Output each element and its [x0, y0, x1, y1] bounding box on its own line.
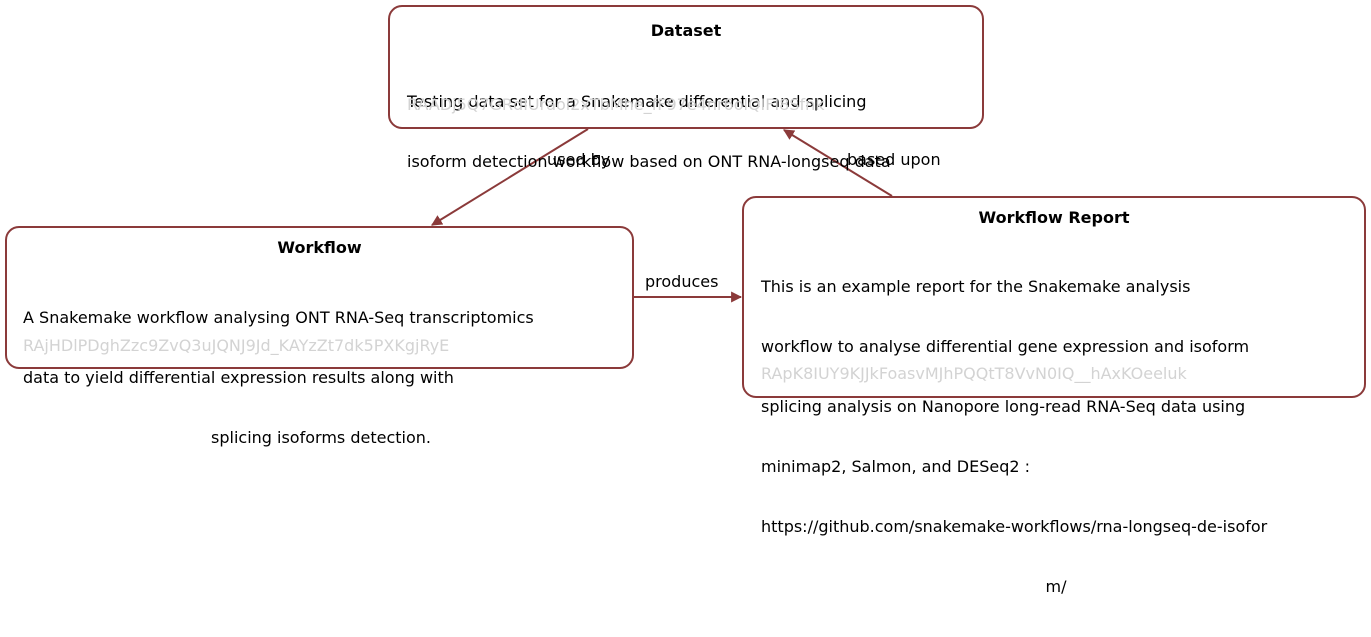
description-line: splicing isoforms detection. [211, 428, 431, 447]
description-line: data to yield differential expression re… [23, 368, 454, 387]
node-workflow[interactable]: Workflow A Snakemake workflow analysing … [5, 226, 634, 447]
description-line: minimap2, Salmon, and DESeq2 : [761, 457, 1031, 476]
node-title: Workflow [277, 238, 362, 257]
node-id: RApK8IUY9KJJkFoasvMJhPQQtT8VvN0IQ__hAxKO… [761, 364, 1187, 383]
edges-layer [431, 128, 893, 303]
edge-label-produces: produces [645, 272, 719, 291]
node-description: This is an example report for the Snakem… [761, 237, 1351, 637]
node-title: Workflow Report [978, 208, 1130, 227]
description-link-line[interactable]: https://github.com/snakemake-workflows/r… [761, 517, 1268, 536]
node-dataset[interactable]: Dataset Testing data set for a Snakemake… [388, 5, 984, 171]
description-line: isoform detection workflow based on ONT … [407, 152, 891, 171]
edge-used-by[interactable] [431, 128, 589, 226]
description-line: Testing data set for a Snakemake differe… [407, 92, 867, 111]
node-workflow-report[interactable]: Workflow Report This is an example repor… [742, 196, 1366, 596]
node-id: RAjHDlPDghZzc9ZvQ3uJQNJ9Jd_KAYzZt7dk5PXK… [23, 336, 450, 355]
node-id: RAADj5Q7GRdIUraol2xTbMhe_fF97e4nr6olQIFI… [407, 95, 825, 114]
description-line: A Snakemake workflow analysing ONT RNA-S… [23, 308, 534, 327]
description-line: splicing analysis on Nanopore long-read … [761, 397, 1246, 416]
description-line: This is an example report for the Snakem… [761, 277, 1191, 296]
edge-based-upon[interactable] [783, 129, 893, 197]
node-title: Dataset [650, 21, 722, 40]
edge-label-used-by: used by [547, 150, 611, 169]
description-link-line[interactable]: m/ [1045, 577, 1067, 596]
edge-used-by-line[interactable] [431, 128, 589, 226]
node-description: Testing data set for a Snakemake differe… [407, 52, 891, 212]
node-description: A Snakemake workflow analysing ONT RNA-S… [23, 268, 619, 488]
edge-based-upon-line[interactable] [783, 129, 893, 197]
description-line: workflow to analyse differential gene ex… [761, 337, 1250, 356]
edge-label-based-upon: based upon [847, 150, 941, 169]
